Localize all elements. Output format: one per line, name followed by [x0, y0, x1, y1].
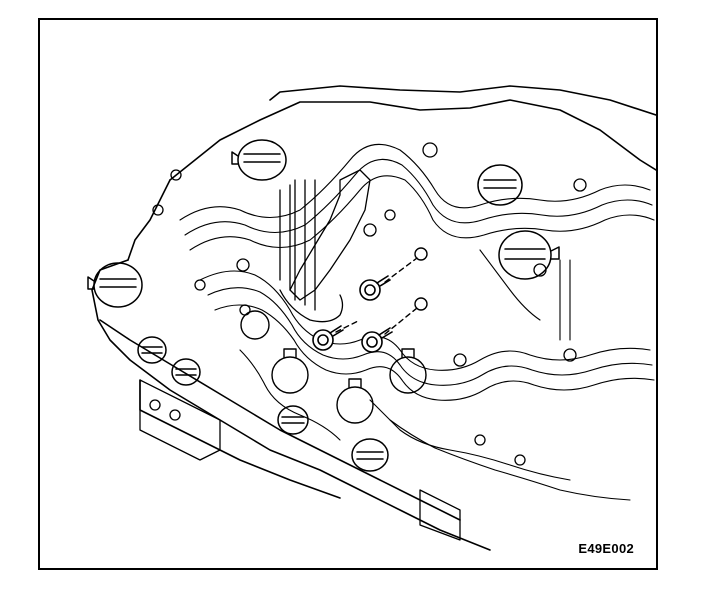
separator-plate	[279, 169, 371, 323]
hole	[573, 178, 587, 192]
bolt-icon	[312, 325, 344, 351]
hole	[239, 304, 251, 316]
solenoid-icon	[87, 262, 143, 308]
valve-bore	[271, 348, 309, 394]
solenoid-icon	[351, 438, 389, 472]
hole	[384, 209, 396, 221]
solenoid-icon	[137, 336, 167, 364]
hole	[422, 142, 438, 158]
lower-bracket	[139, 379, 461, 541]
hole	[194, 279, 206, 291]
valve-bores	[240, 310, 427, 424]
hole	[563, 348, 577, 362]
solenoid-connectors	[87, 139, 560, 472]
mounting-holes	[149, 142, 587, 466]
valve-bore	[240, 310, 270, 340]
valve-bore	[389, 348, 427, 394]
figure-frame: E49E002	[38, 18, 658, 570]
bolt-icon	[361, 327, 393, 353]
hole	[474, 434, 486, 446]
bolts	[312, 275, 393, 353]
solenoid-icon	[477, 164, 523, 206]
hole	[236, 258, 250, 272]
valve-body-illustration	[87, 85, 656, 551]
valve-body-outline	[91, 85, 656, 551]
valve-bore	[336, 378, 374, 424]
bolt-holes	[414, 247, 428, 311]
hole	[152, 204, 164, 216]
hole	[363, 223, 377, 237]
hole	[170, 169, 182, 181]
solenoid-icon	[277, 405, 309, 435]
alignment-lines	[335, 257, 418, 335]
fluid-passages	[179, 143, 655, 501]
figure-code: E49E002	[578, 541, 634, 556]
solenoid-icon	[231, 139, 287, 181]
bolt-hole-icon	[414, 247, 428, 261]
hole	[453, 353, 467, 367]
bolt-hole-icon	[414, 297, 428, 311]
hole	[514, 454, 526, 466]
hole	[149, 399, 161, 411]
solenoid-icon	[498, 230, 560, 280]
solenoid-icon	[171, 358, 201, 386]
hole	[169, 409, 181, 421]
bolt-icon	[359, 275, 391, 301]
